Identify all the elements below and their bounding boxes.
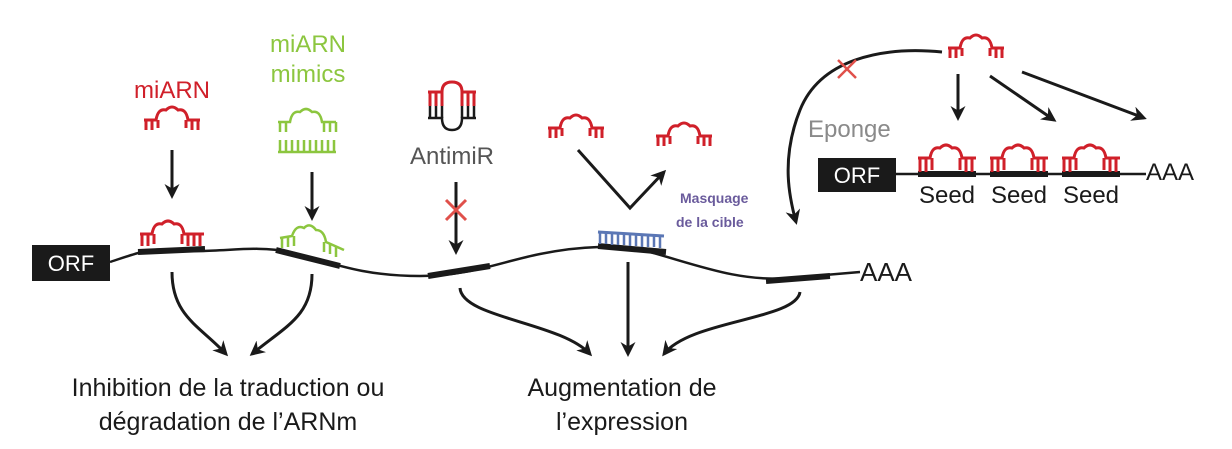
outcome-arrow-antimir [458,287,593,357]
antimir-label: AntimiR [410,143,494,170]
binding-site-5 [765,273,831,284]
sponge-bound-mirna-icon-2 [990,143,1048,172]
aaa-sponge-label: AAA [1146,159,1194,186]
bound-mimic-icon [279,224,345,257]
sponge-bound-mirna-icon-1 [918,143,976,172]
sponge-transcript: ORF AAA [818,158,1194,192]
outcome-inhibition-line1: Inhibition de la traduction ou [72,374,385,402]
masking-deflect-arrow [576,148,667,211]
orf-main-label: ORF [48,251,94,276]
miarn-hairpin-icon [142,105,202,132]
eponge-label: Eponge [808,116,891,143]
outcome-augmentation-line2: l’expression [556,408,688,436]
sponge-arrow-2 [989,74,1057,122]
sponge-bound-mirna-icon-3 [1062,143,1120,172]
outcome-arrow-miarn [170,271,229,357]
binding-site-4 [597,243,667,255]
binding-site-1 [137,246,206,255]
binding-site-2 [275,247,341,269]
target-mask-icon [597,230,665,248]
miarn-label: miARN [134,77,210,104]
binding-site-3 [427,263,491,279]
free-mirna-icon-1 [546,113,606,140]
sponge-arrow-3 [1021,70,1147,121]
seed-label-1: Seed [919,182,975,209]
mimics-label-line1: miARN [270,31,346,58]
sponge-block-x-icon [837,59,857,79]
outcome-arrow-sponge [662,291,802,357]
sponge-mirna-icon [946,33,1006,60]
aaa-main-label: AAA [860,257,913,287]
seed-label-2: Seed [991,182,1047,209]
orf-sponge-label: ORF [834,163,880,188]
main-mrna [109,243,861,284]
masquage-label-line1: Masquage [680,190,749,206]
antimir-block-x-icon [444,198,468,222]
outcome-arrow-mimics [249,273,314,356]
masquage-label-line2: de la cible [676,214,744,230]
mimic-duplex-icon [278,107,338,154]
outcome-augmentation-line1: Augmentation de [527,374,716,402]
bound-mirna-icon [140,219,204,246]
free-mirna-icon-2 [654,121,714,148]
antimir-icon [428,80,476,132]
orf-box-main: ORF [32,245,110,281]
outcome-inhibition-line2: dégradation de l’ARNm [99,408,357,436]
mimics-label-line2: mimics [271,61,346,88]
sponge-sequester-arrow [785,49,943,225]
seed-label-3: Seed [1063,182,1119,209]
